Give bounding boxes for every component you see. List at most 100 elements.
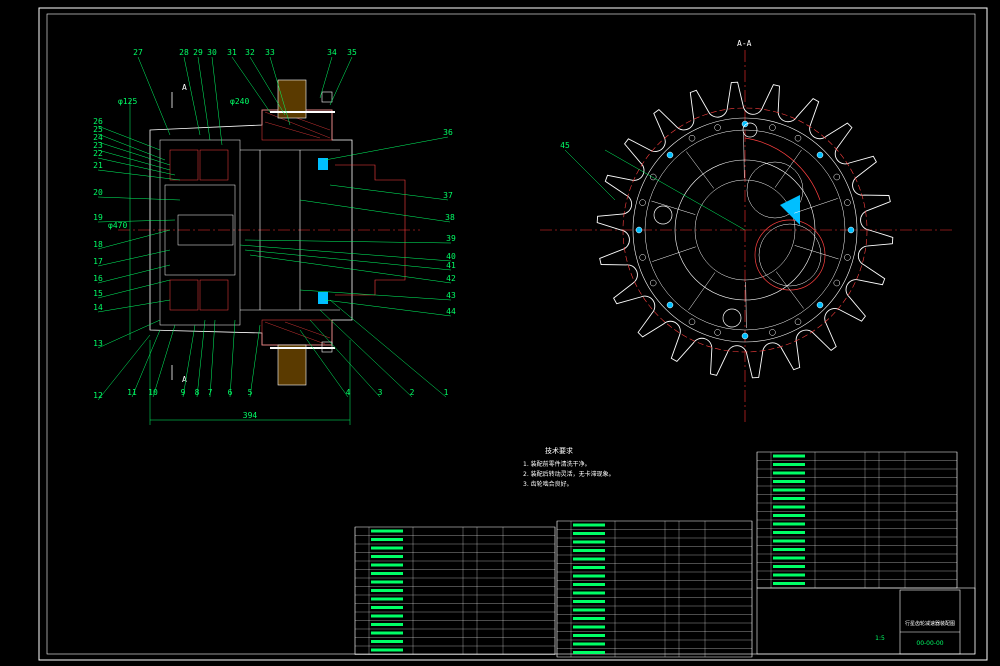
leader-line bbox=[299, 199, 451, 223]
leader-line bbox=[319, 56, 333, 99]
leader-line bbox=[182, 324, 196, 398]
balloon-number: 42 bbox=[446, 274, 456, 283]
balloon-number: 43 bbox=[446, 291, 456, 300]
leader-line bbox=[183, 56, 201, 136]
balloon-number: 32 bbox=[245, 48, 255, 57]
dia-dimension-b: φ240 bbox=[230, 97, 249, 106]
balloon-number: 44 bbox=[446, 307, 456, 316]
bolt-hole bbox=[688, 134, 696, 142]
leader-line bbox=[97, 219, 176, 223]
balloon-number: 14 bbox=[93, 303, 103, 312]
balloon-number: 36 bbox=[443, 128, 453, 137]
leader-line bbox=[329, 299, 447, 398]
leader-line bbox=[97, 141, 171, 166]
balloon-number: 11 bbox=[127, 388, 137, 397]
balloon-number: 7 bbox=[208, 388, 213, 397]
leader-line bbox=[244, 239, 452, 244]
bolt-hole bbox=[688, 318, 696, 326]
leader-line bbox=[329, 184, 449, 201]
bolt-hole bbox=[769, 329, 776, 336]
bolt-hole bbox=[833, 173, 841, 181]
balloon-number: 8 bbox=[195, 388, 200, 397]
leader-line bbox=[309, 319, 381, 398]
leader-line bbox=[209, 319, 216, 398]
sprocket-teeth bbox=[596, 81, 894, 379]
leader-line bbox=[97, 229, 171, 250]
bolt-hole bbox=[844, 199, 851, 206]
balloon-number: 25 bbox=[93, 125, 103, 134]
leader-line bbox=[97, 133, 166, 161]
dia-dimension-c: φ470 bbox=[108, 221, 127, 230]
balloon-number: 22 bbox=[93, 149, 103, 158]
leader-line bbox=[229, 319, 236, 398]
leader-line bbox=[324, 299, 452, 317]
bolt-hole bbox=[741, 120, 749, 128]
leader-line bbox=[137, 56, 171, 136]
parts-list bbox=[354, 451, 976, 658]
balloon-number: 35 bbox=[347, 48, 357, 57]
leader-line bbox=[97, 299, 171, 313]
section-label: A-A bbox=[737, 39, 752, 48]
balloon-number: 9 bbox=[181, 388, 186, 397]
balloon-number: 39 bbox=[446, 234, 456, 243]
balloon-number: 40 bbox=[446, 252, 456, 261]
leader-line bbox=[324, 136, 449, 161]
bolt-hole bbox=[639, 199, 646, 206]
bolt-hole bbox=[666, 301, 674, 309]
balloon-number: 3 bbox=[378, 388, 383, 397]
leader-line bbox=[97, 157, 176, 176]
balloon-number: 29 bbox=[193, 48, 203, 57]
balloon-number: 20 bbox=[93, 188, 103, 197]
balloon-number: 28 bbox=[179, 48, 189, 57]
leader-line bbox=[269, 56, 291, 126]
leader-line bbox=[97, 249, 171, 267]
balloon-number: 4 bbox=[346, 388, 351, 397]
bolt-hole bbox=[769, 124, 776, 131]
leader-line bbox=[244, 249, 452, 271]
leader-line bbox=[97, 334, 151, 401]
drawing-number: 00-00-00 bbox=[916, 640, 943, 647]
balloon-number: 10 bbox=[148, 388, 158, 397]
balloon-number: 18 bbox=[93, 240, 103, 249]
sprocket-view: A-A bbox=[540, 39, 955, 425]
company-name: 行星齿轮减速器装配图 bbox=[905, 620, 955, 627]
note-3: 3. 齿轮啮合良好。 bbox=[523, 480, 573, 488]
leader-line bbox=[329, 56, 353, 106]
leader-line bbox=[249, 254, 452, 284]
leader-line bbox=[97, 264, 171, 284]
leader-line bbox=[564, 149, 616, 201]
bolt-hole bbox=[666, 151, 674, 159]
dia-dimension-a: φ125 bbox=[118, 97, 137, 106]
balloon-number: 26 bbox=[93, 117, 103, 126]
leader-line bbox=[97, 149, 171, 171]
bolt-holes bbox=[635, 120, 855, 340]
section-mark-bottom: A bbox=[182, 375, 187, 384]
balloon-number: 13 bbox=[93, 339, 103, 348]
balloon-number: 6 bbox=[228, 388, 233, 397]
balloon-number: 1 bbox=[444, 388, 449, 397]
balloon-number: 34 bbox=[327, 48, 337, 57]
leader-line bbox=[97, 196, 181, 201]
bolt-hole bbox=[639, 254, 646, 261]
scale: 1:5 bbox=[875, 635, 885, 642]
balloon-number: 27 bbox=[133, 48, 143, 57]
balloon-number: 21 bbox=[93, 161, 103, 170]
balloon-number: 16 bbox=[93, 274, 103, 283]
balloon-number: 17 bbox=[93, 257, 103, 266]
balloon-number: 15 bbox=[93, 289, 103, 298]
balloon-number: 23 bbox=[93, 141, 103, 150]
leader-line bbox=[299, 329, 349, 398]
leader-line bbox=[97, 125, 161, 151]
bolt-hole bbox=[847, 226, 855, 234]
leader-line bbox=[211, 56, 223, 146]
balloon-number: 45 bbox=[560, 141, 570, 150]
leader-lines bbox=[97, 56, 616, 401]
leader-line bbox=[131, 329, 161, 398]
leader-line bbox=[239, 244, 452, 262]
balloon-number: 2 bbox=[410, 388, 415, 397]
leader-line bbox=[249, 324, 261, 398]
width-dimension: 394 bbox=[243, 411, 258, 420]
technical-notes: 技术要求 1. 装配前零件清洗干净。 2. 装配后转动灵活，无卡滞现象。 3. … bbox=[523, 446, 615, 488]
balloon-number: 19 bbox=[93, 213, 103, 222]
leader-line bbox=[97, 319, 161, 349]
